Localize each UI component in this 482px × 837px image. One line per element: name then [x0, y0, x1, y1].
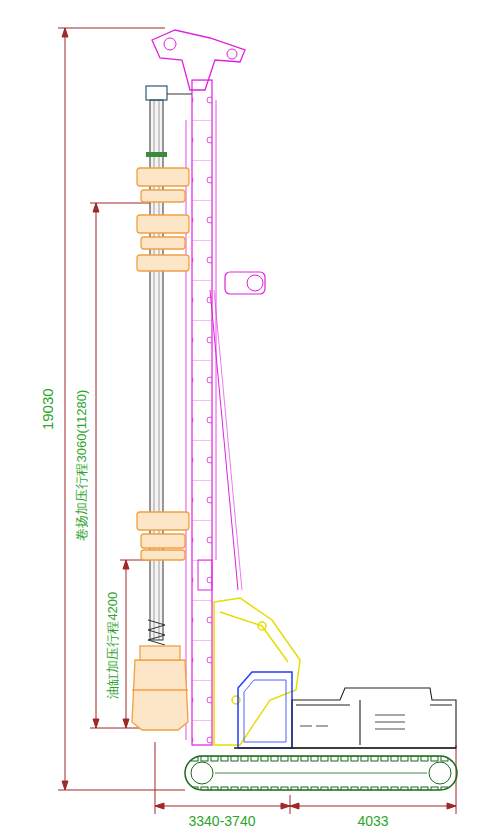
overall-height-dimension: 19030 — [40, 386, 57, 432]
mast — [152, 30, 265, 745]
crawler-track — [185, 756, 457, 790]
power-head — [132, 168, 189, 730]
upper-body — [234, 688, 456, 748]
front-width-dimension: 3340-3740 — [187, 814, 258, 829]
dimension-lines — [58, 28, 456, 814]
winch-stroke-dimension: 卷扬加压行程3060(11280) — [75, 388, 89, 543]
cylinder-stroke-dimension: 油缸加压行程4200 — [106, 590, 120, 701]
rear-width-dimension: 4033 — [355, 814, 390, 829]
operator-cab — [238, 672, 292, 748]
